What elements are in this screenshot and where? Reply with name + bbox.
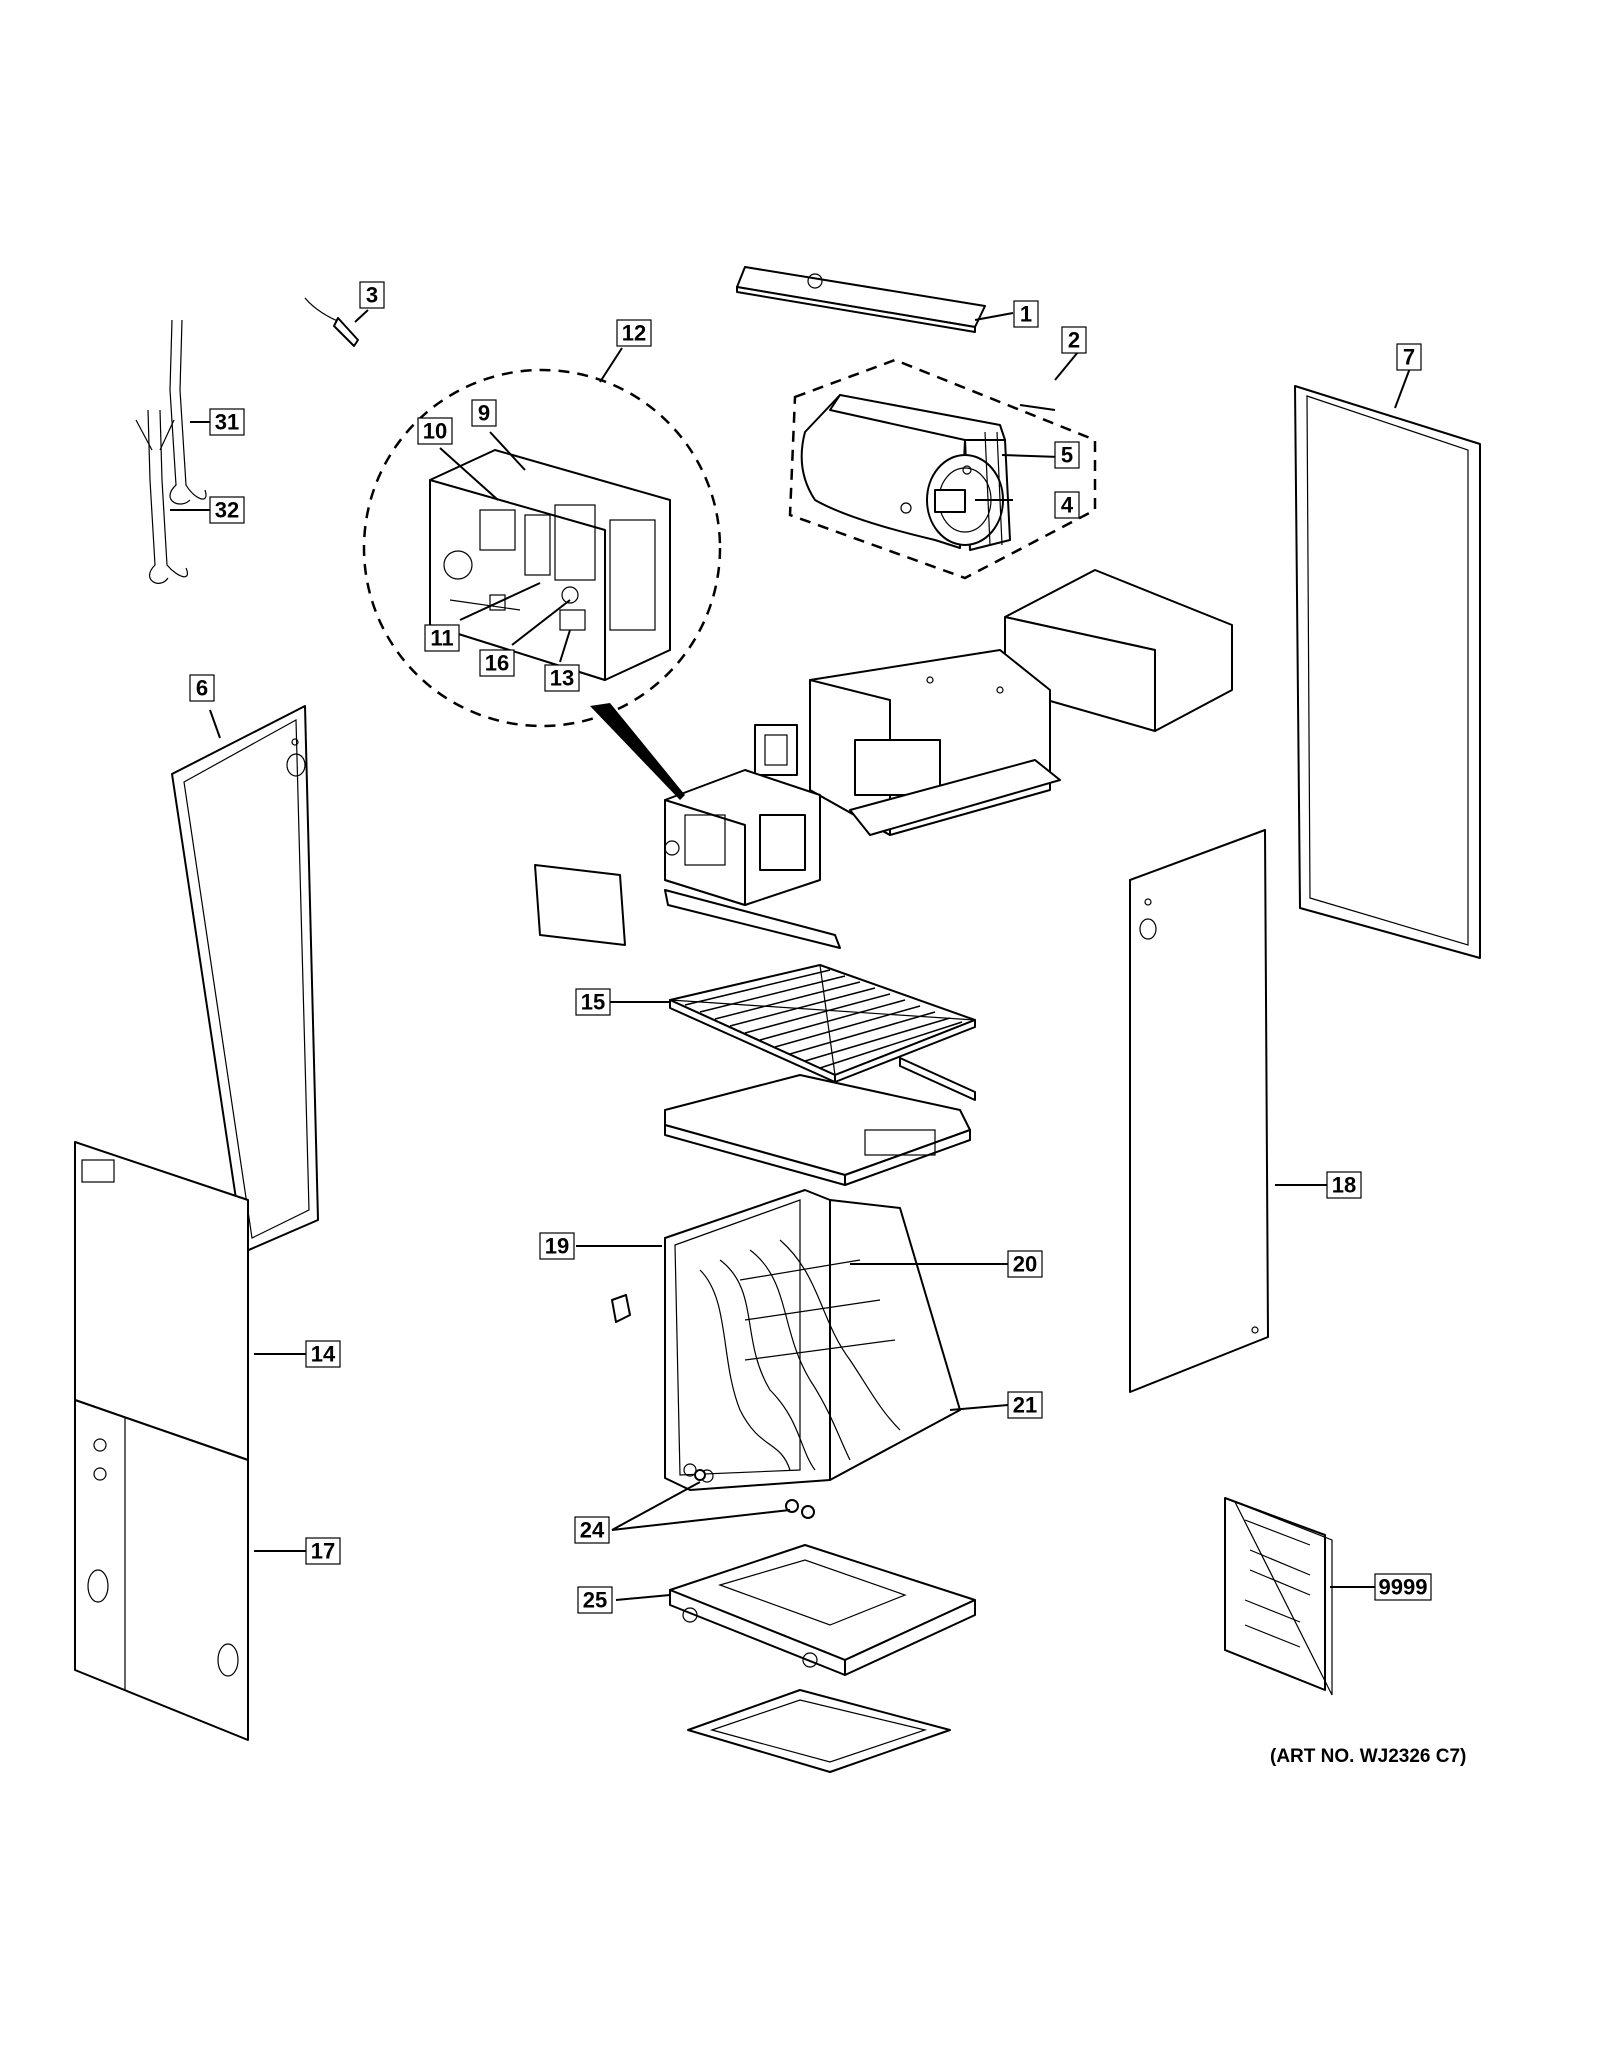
part-access-plate xyxy=(534,864,626,946)
part-filter-slide xyxy=(899,1057,976,1101)
callout-31[interactable]: 31 xyxy=(209,408,245,436)
callout-label: 31 xyxy=(215,410,239,435)
callout-5[interactable]: 5 xyxy=(1054,441,1080,469)
art-number-label: (ART NO. WJ2326 C7) xyxy=(1270,1746,1466,1767)
part-top-cover xyxy=(736,266,986,333)
part-front-panel xyxy=(74,1141,249,1741)
zoom-beam xyxy=(590,703,685,800)
callout-18[interactable]: 18 xyxy=(1326,1171,1362,1199)
part-drain-pan xyxy=(669,1544,976,1676)
part-blower-housing xyxy=(800,394,1011,551)
part-filter-tray xyxy=(664,1074,971,1186)
callout-1[interactable]: 1 xyxy=(1013,300,1039,328)
callout-label: 14 xyxy=(311,1342,336,1367)
callout-label: 4 xyxy=(1061,493,1074,518)
callout-label: 9999 xyxy=(1379,1575,1428,1600)
callout-20[interactable]: 20 xyxy=(1007,1250,1043,1278)
callout-label: 7 xyxy=(1403,345,1415,370)
callout-label: 20 xyxy=(1013,1252,1037,1277)
callout-14[interactable]: 14 xyxy=(305,1340,341,1368)
callout-9999[interactable]: 9999 xyxy=(1374,1573,1432,1601)
callout-label: 19 xyxy=(545,1234,569,1259)
callout-label: 17 xyxy=(311,1539,335,1564)
callout-label: 2 xyxy=(1068,328,1080,353)
callout-label: 12 xyxy=(622,321,646,346)
callout-25[interactable]: 25 xyxy=(577,1586,613,1614)
callout-32[interactable]: 32 xyxy=(209,496,245,524)
callout-label: 18 xyxy=(1332,1173,1356,1198)
callout-24[interactable]: 24 xyxy=(574,1516,610,1544)
callout-label: 6 xyxy=(196,676,208,701)
callout-11[interactable]: 11 xyxy=(424,624,460,652)
part-control-box-assembled xyxy=(664,769,821,906)
callout-6[interactable]: 6 xyxy=(189,674,215,702)
callout-17[interactable]: 17 xyxy=(305,1537,341,1565)
part-filter-rail xyxy=(664,889,841,949)
callout-label: 15 xyxy=(581,990,605,1015)
callout-label: 25 xyxy=(583,1588,607,1613)
part-left-panel-frame xyxy=(171,705,319,1253)
part-bottom-gasket xyxy=(687,1689,951,1773)
part-control-box-detail xyxy=(362,368,722,728)
callout-16[interactable]: 16 xyxy=(479,649,515,677)
part-sensor xyxy=(304,297,359,347)
callout-12[interactable]: 12 xyxy=(616,319,652,347)
callout-label: 9 xyxy=(478,401,490,426)
callout-4[interactable]: 4 xyxy=(1054,491,1080,519)
callout-21[interactable]: 21 xyxy=(1007,1391,1043,1419)
callout-label: 24 xyxy=(580,1518,605,1543)
leader-lines xyxy=(170,309,1411,1601)
callout-label: 1 xyxy=(1020,302,1032,327)
callout-label: 5 xyxy=(1061,443,1073,468)
callout-13[interactable]: 13 xyxy=(544,664,580,692)
callout-19[interactable]: 19 xyxy=(539,1232,575,1260)
callout-3[interactable]: 3 xyxy=(359,281,385,309)
part-right-side-panel xyxy=(1129,829,1269,1393)
callout-9[interactable]: 9 xyxy=(471,399,497,427)
callout-15[interactable]: 15 xyxy=(575,988,611,1016)
callout-label: 3 xyxy=(366,283,378,308)
callout-label: 21 xyxy=(1013,1393,1037,1418)
callout-7[interactable]: 7 xyxy=(1396,343,1422,371)
part-evaporator-coil xyxy=(611,1189,961,1491)
callout-10[interactable]: 10 xyxy=(417,417,453,445)
callout-label: 11 xyxy=(430,626,453,651)
callout-label: 13 xyxy=(550,666,574,691)
part-right-panel-frame xyxy=(1294,385,1481,959)
part-blower-deck xyxy=(754,569,1233,836)
callout-2[interactable]: 2 xyxy=(1061,326,1087,354)
callout-label: 32 xyxy=(215,498,239,523)
callout-label: 10 xyxy=(423,419,447,444)
part-wire-harnesses xyxy=(135,319,207,584)
blower-assembly-boundary xyxy=(788,358,1097,580)
callout-label: 16 xyxy=(485,651,509,676)
part-filter xyxy=(669,964,976,1083)
part-drain-plugs xyxy=(694,1469,815,1519)
part-literature-manual xyxy=(1224,1497,1333,1696)
